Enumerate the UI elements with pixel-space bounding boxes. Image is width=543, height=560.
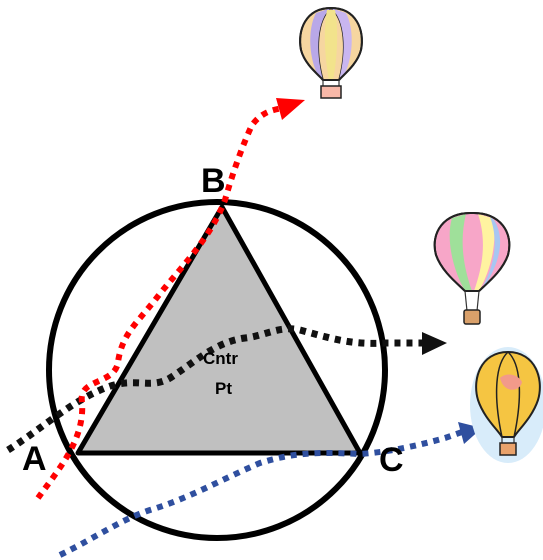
vertex-label-b: B <box>201 162 226 200</box>
center-point-label-line1: Cntr <box>203 349 238 368</box>
yellow-hot-air-balloon-icon <box>470 347 543 463</box>
black-dotted-path <box>6 325 447 453</box>
red-dotted-path <box>35 98 305 500</box>
triangle <box>75 204 363 456</box>
black-arrowhead <box>422 332 447 355</box>
pastel-hot-air-balloon-icon <box>433 211 511 325</box>
center-point-label-line2: Pt <box>215 379 232 398</box>
red-arrowhead <box>276 98 305 120</box>
circumcircle <box>46 199 388 541</box>
striped-hot-air-balloon-icon <box>299 6 363 99</box>
vertex-label-a: A <box>22 440 47 478</box>
vertex-label-c: C <box>379 441 404 479</box>
